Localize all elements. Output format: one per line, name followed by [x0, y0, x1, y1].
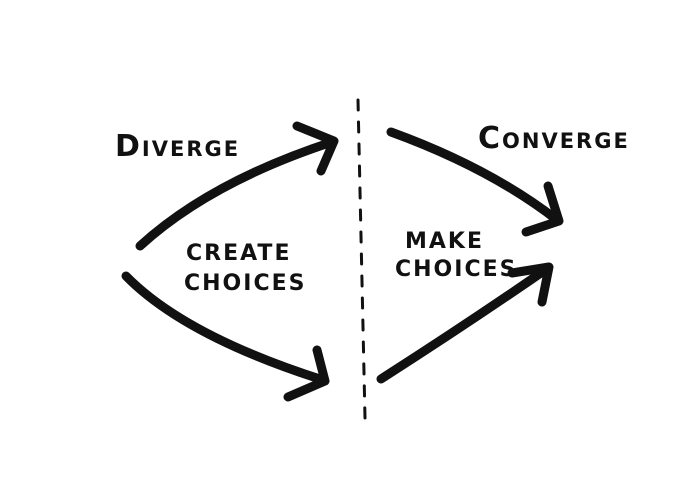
create-choices-label-line1: CREATE [186, 241, 291, 266]
converge-heading: Converge [478, 121, 630, 156]
make-choices-label-line2: CHOICES [395, 257, 517, 282]
make-choices-label-line1: MAKE [405, 229, 484, 254]
diverge-heading: Diverge [115, 129, 240, 164]
converge-upper-arrow [386, 127, 564, 237]
diverge-upper-arrow [135, 121, 339, 251]
diverge-lower-arrow [121, 271, 330, 402]
create-choices-label-line2: CHOICES [184, 271, 306, 296]
converge-lower-arrow [376, 262, 554, 384]
dashed-divider [356, 98, 367, 420]
